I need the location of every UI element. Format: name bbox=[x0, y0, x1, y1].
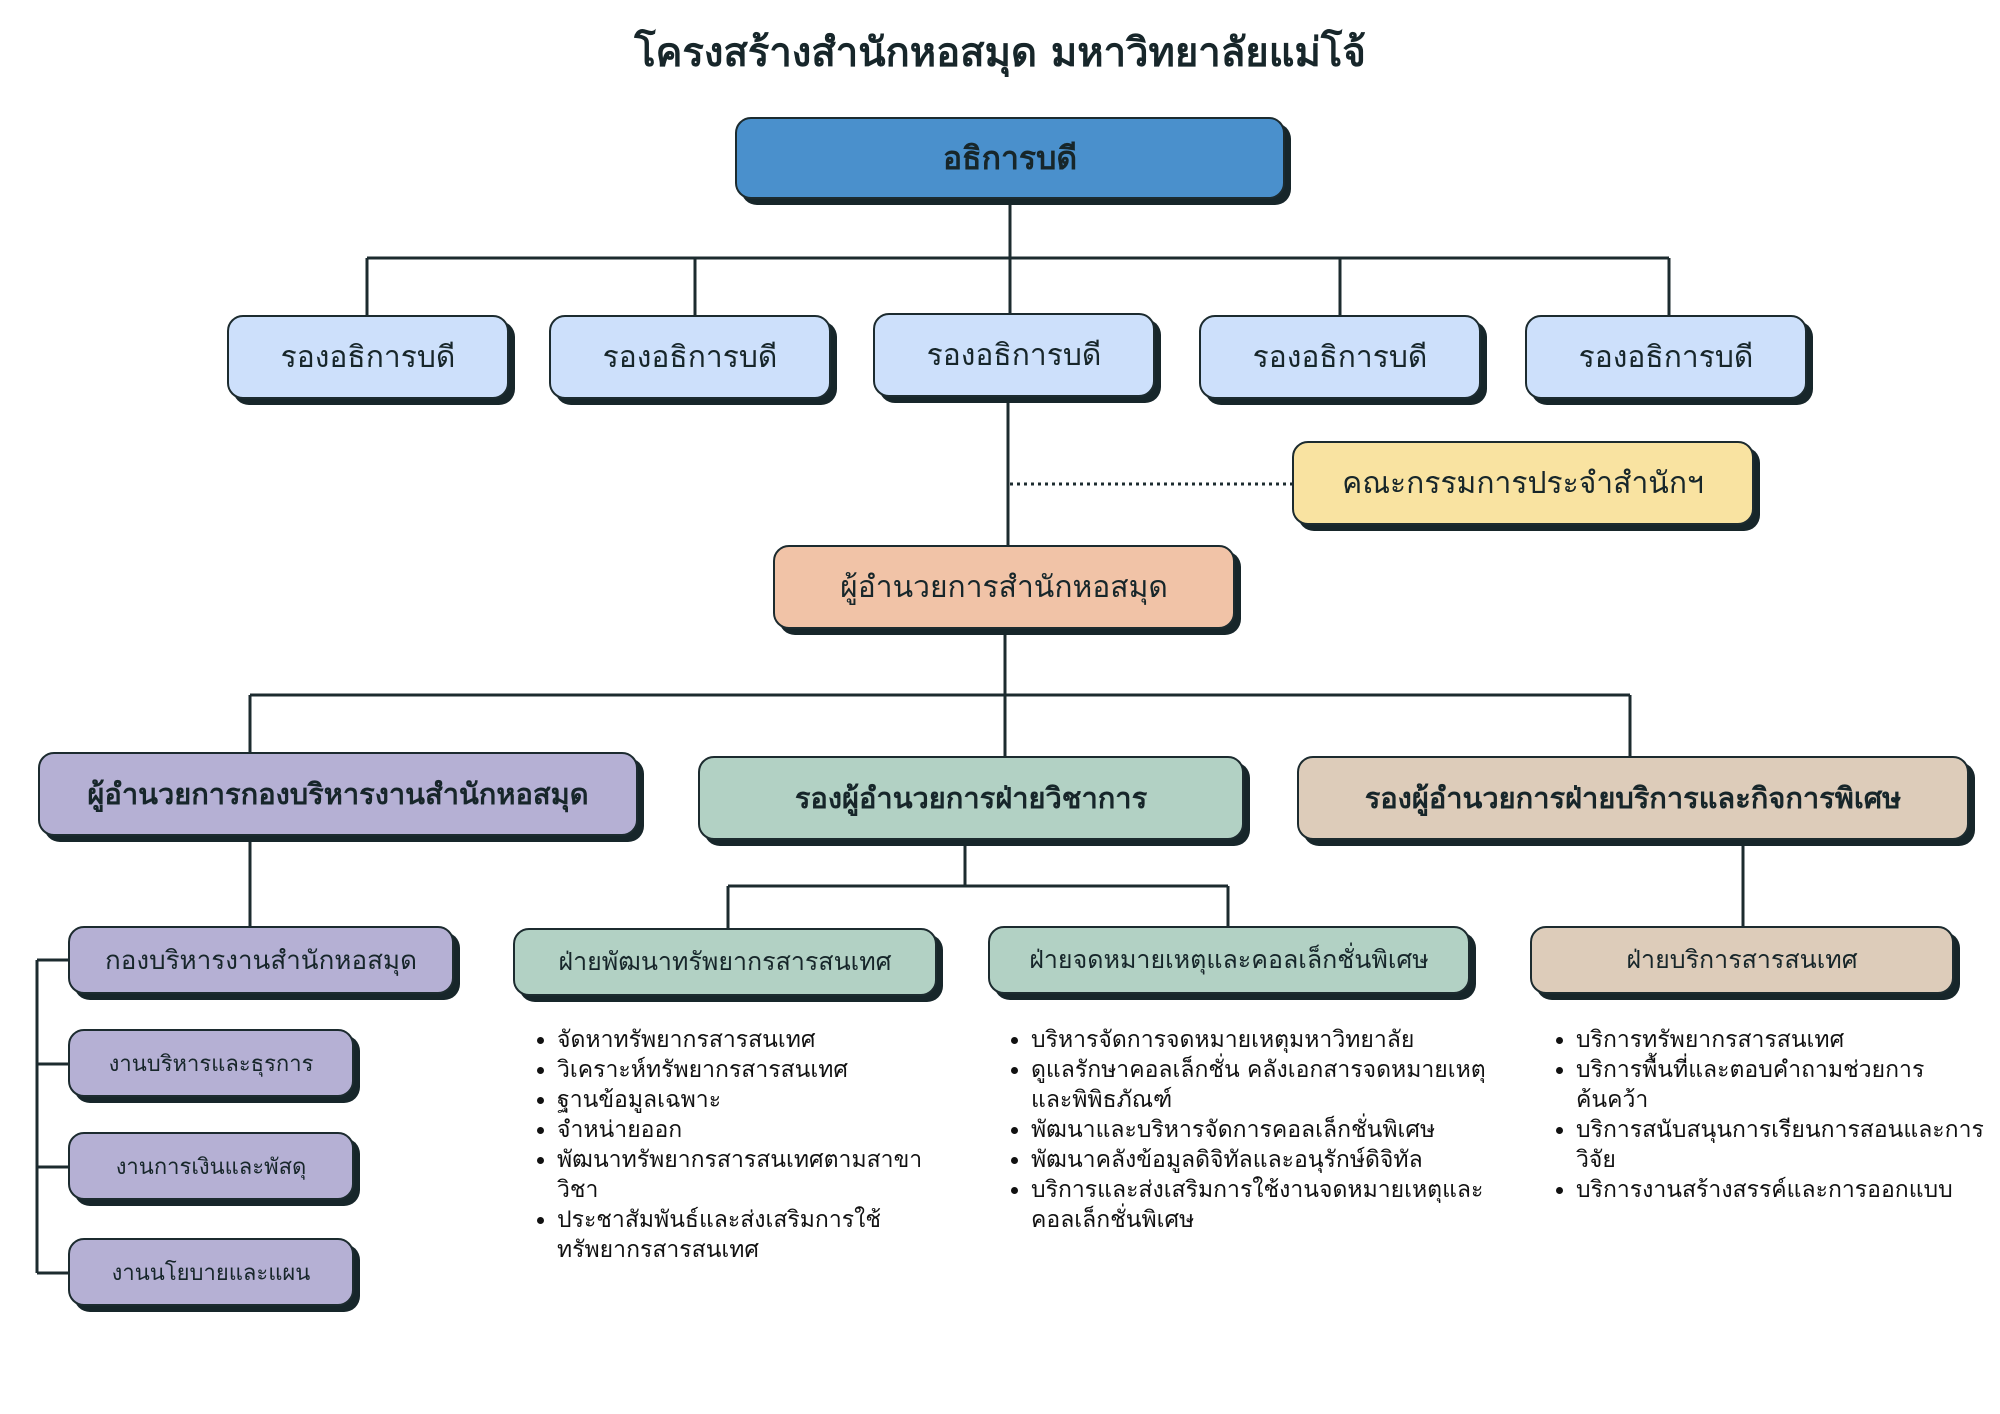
info-service-box: ฝ่ายบริการสารสนเทศ bbox=[1530, 926, 1954, 994]
archives-list: บริหารจัดการจดหมายเหตุมหาวิทยาลัย ดูแลรั… bbox=[1005, 1025, 1501, 1235]
list-item: บริการพื้นที่และตอบคำถามช่วยการค้นคว้า bbox=[1576, 1055, 1996, 1115]
academic-deputy-label: รองผู้อำนวยการฝ่ายวิชาการ bbox=[794, 781, 1148, 815]
admin-office-box: กองบริหารงานสำนักหอสมุด bbox=[68, 926, 454, 994]
info-service-list: บริการทรัพยากรสารสนเทศ บริการพื้นที่และต… bbox=[1550, 1025, 1996, 1205]
admin-unit-box-2: งานการเงินและพัสดุ bbox=[68, 1132, 354, 1200]
list-item: บริการทรัพยากรสารสนเทศ bbox=[1576, 1025, 1996, 1055]
resource-dev-label: ฝ่ายพัฒนาทรัพยากรสารสนเทศ bbox=[558, 947, 892, 976]
vice-president-box-4: รองอธิการบดี bbox=[1199, 315, 1481, 399]
list-item: จัดหาทรัพยากรสารสนเทศ bbox=[557, 1025, 957, 1055]
vice-president-label: รองอธิการบดี bbox=[1252, 339, 1428, 375]
admin-director-label: ผู้อำนวยการกองบริหารงานสำนักหอสมุด bbox=[87, 777, 589, 811]
vice-president-box-5: รองอธิการบดี bbox=[1525, 315, 1807, 399]
service-deputy-box: รองผู้อำนวยการฝ่ายบริการและกิจการพิเศษ bbox=[1297, 756, 1969, 840]
admin-unit-label: งานบริหารและธุรการ bbox=[108, 1051, 314, 1077]
admin-office-label: กองบริหารงานสำนักหอสมุด bbox=[105, 945, 417, 976]
admin-unit-box-3: งานนโยบายและแผน bbox=[68, 1238, 354, 1306]
list-item: วิเคราะห์ทรัพยากรสารสนเทศ bbox=[557, 1055, 957, 1085]
resource-dev-box: ฝ่ายพัฒนาทรัพยากรสารสนเทศ bbox=[513, 928, 937, 996]
list-item: จำหน่ายออก bbox=[557, 1115, 957, 1145]
list-item: ประชาสัมพันธ์และส่งเสริมการใช้ทรัพยากรสา… bbox=[557, 1205, 957, 1265]
vice-president-box-2: รองอธิการบดี bbox=[549, 315, 831, 399]
vice-president-label: รองอธิการบดี bbox=[926, 337, 1102, 373]
list-item: พัฒนาและบริหารจัดการคอลเล็กชั่นพิเศษ bbox=[1031, 1115, 1501, 1145]
service-deputy-label: รองผู้อำนวยการฝ่ายบริการและกิจการพิเศษ bbox=[1364, 781, 1902, 815]
page-title: โครงสร้างสำนักหอสมุด มหาวิทยาลัยแม่โจ้ bbox=[634, 30, 1366, 76]
list-item: บริการและส่งเสริมการใช้งานจดหมายเหตุและค… bbox=[1031, 1175, 1501, 1235]
admin-unit-label: งานการเงินและพัสดุ bbox=[115, 1154, 307, 1180]
academic-deputy-box: รองผู้อำนวยการฝ่ายวิชาการ bbox=[698, 756, 1244, 840]
list-item: บริการสนับสนุนการเรียนการสอนและการวิจัย bbox=[1576, 1115, 1996, 1175]
committee-label: คณะกรรมการประจำสำนักฯ bbox=[1342, 465, 1704, 501]
vice-president-box-1: รองอธิการบดี bbox=[227, 315, 509, 399]
vice-president-label: รองอธิการบดี bbox=[602, 339, 778, 375]
vice-president-box-3: รองอธิการบดี bbox=[873, 313, 1155, 397]
director-label: ผู้อำนวยการสำนักหอสมุด bbox=[840, 569, 1168, 605]
list-item: พัฒนาคลังข้อมูลดิจิทัลและอนุรักษ์ดิจิทัล bbox=[1031, 1145, 1501, 1175]
list-item: พัฒนาทรัพยากรสารสนเทศตามสาขาวิชา bbox=[557, 1145, 957, 1205]
list-item: บริหารจัดการจดหมายเหตุมหาวิทยาลัย bbox=[1031, 1025, 1501, 1055]
president-label: อธิการบดี bbox=[942, 138, 1078, 177]
info-service-label: ฝ่ายบริการสารสนเทศ bbox=[1626, 945, 1858, 974]
list-item: ฐานข้อมูลเฉพาะ bbox=[557, 1085, 957, 1115]
resource-dev-list: จัดหาทรัพยากรสารสนเทศ วิเคราะห์ทรัพยากรส… bbox=[531, 1025, 957, 1265]
vice-president-label: รองอธิการบดี bbox=[1578, 339, 1754, 375]
admin-unit-box-1: งานบริหารและธุรการ bbox=[68, 1029, 354, 1097]
admin-director-box: ผู้อำนวยการกองบริหารงานสำนักหอสมุด bbox=[38, 752, 638, 836]
archives-box: ฝ่ายจดหมายเหตุและคอลเล็กชั่นพิเศษ bbox=[988, 926, 1470, 994]
admin-unit-label: งานนโยบายและแผน bbox=[111, 1260, 311, 1286]
committee-box: คณะกรรมการประจำสำนักฯ bbox=[1292, 441, 1754, 525]
archives-label: ฝ่ายจดหมายเหตุและคอลเล็กชั่นพิเศษ bbox=[1029, 945, 1429, 974]
president-box: อธิการบดี bbox=[735, 117, 1285, 199]
vice-president-label: รองอธิการบดี bbox=[280, 339, 456, 375]
director-box: ผู้อำนวยการสำนักหอสมุด bbox=[773, 545, 1235, 629]
list-item: บริการงานสร้างสรรค์และการออกแบบ bbox=[1576, 1175, 1996, 1205]
list-item: ดูแลรักษาคอลเล็กชั่น คลังเอกสารจดหมายเหต… bbox=[1031, 1055, 1501, 1115]
